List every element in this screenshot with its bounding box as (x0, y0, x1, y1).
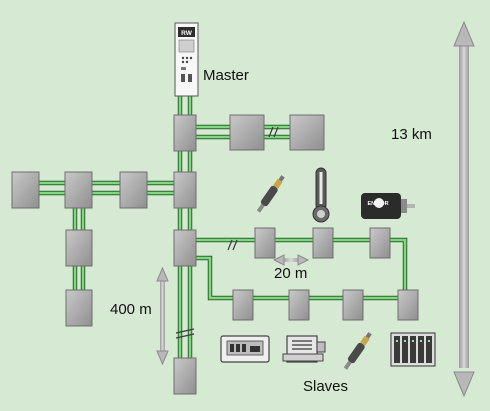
servo-drive-icon (282, 335, 326, 363)
master-device: RW (174, 22, 199, 97)
distance-label-13km: 13 km (391, 126, 432, 143)
sensor-probe-icon (256, 175, 285, 213)
master-led (181, 67, 186, 70)
module (254, 227, 276, 259)
io-rack-icon (390, 332, 436, 367)
module (65, 229, 93, 267)
thermometer-icon (312, 167, 330, 223)
span-arrow-400m (156, 266, 169, 366)
module (397, 289, 419, 321)
module (173, 357, 197, 395)
master-logo-plate (178, 27, 195, 37)
sensor-probe-icon (343, 332, 372, 370)
module (65, 289, 93, 327)
module (369, 227, 391, 259)
module (11, 171, 40, 209)
span-arrow-20m (272, 254, 310, 266)
module (288, 289, 310, 321)
encoder-motor-icon: ENC DR (361, 193, 415, 219)
right-branch-modules (232, 227, 419, 321)
operator-panel-icon (220, 335, 270, 363)
module (64, 171, 93, 209)
module (232, 289, 254, 321)
encoder-label: ENC DR (367, 201, 388, 207)
distance-label-20m: 20 m (274, 265, 307, 282)
left-branch-modules (11, 171, 148, 327)
master-logo: RW (181, 30, 193, 37)
module (229, 114, 265, 151)
trunk-modules (173, 114, 197, 395)
module (173, 229, 197, 267)
master-connector (181, 74, 185, 82)
span-arrow-13km (453, 20, 475, 398)
master-connector (188, 74, 192, 82)
module (119, 171, 148, 209)
module (173, 171, 197, 209)
master-buttons (181, 56, 193, 64)
top-branch-modules (229, 114, 325, 151)
module (173, 114, 197, 152)
master-display (178, 39, 195, 53)
distance-label-400m: 400 m (110, 301, 152, 318)
module (342, 289, 364, 321)
module (289, 114, 325, 151)
master-label: Master (203, 67, 249, 84)
cable-break-marks (175, 126, 279, 339)
module (312, 227, 334, 259)
slaves-label: Slaves (303, 378, 348, 395)
